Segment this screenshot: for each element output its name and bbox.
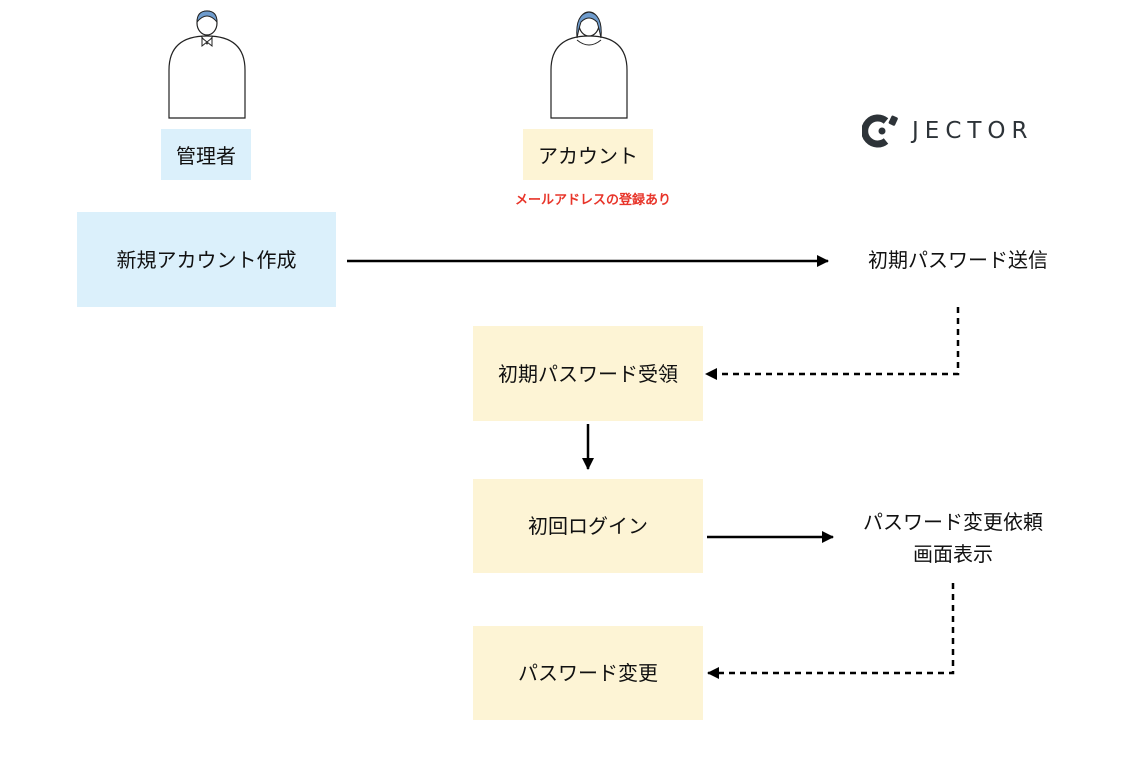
step-change-request-screen-line2: 画面表示 — [913, 542, 993, 566]
step-receive-initial-password: 初期パスワード受領 — [473, 326, 703, 421]
step-change-password: パスワード変更 — [473, 626, 703, 720]
step-send-initial-password: 初期パスワード送信 — [868, 248, 1048, 272]
jector-logo-icon — [862, 114, 898, 148]
admin-avatar-icon — [168, 10, 246, 119]
step-first-login: 初回ログイン — [473, 479, 703, 573]
account-label: アカウント — [523, 129, 653, 180]
account-avatar-icon — [550, 11, 628, 119]
arrow-screen-to-change — [707, 583, 955, 679]
step-create-account: 新規アカウント作成 — [77, 212, 336, 307]
arrow-send-to-receive — [705, 307, 960, 380]
jector-logo: JECTOR — [862, 111, 1062, 151]
step-change-request-screen: パスワード変更依頼 画面表示 — [838, 505, 1068, 571]
step-change-request-screen-line1: パスワード変更依頼 — [863, 510, 1043, 534]
admin-label: 管理者 — [161, 129, 251, 180]
account-note: メールアドレスの登録あり — [514, 193, 671, 208]
jector-logo-text: JECTOR — [912, 118, 1034, 144]
